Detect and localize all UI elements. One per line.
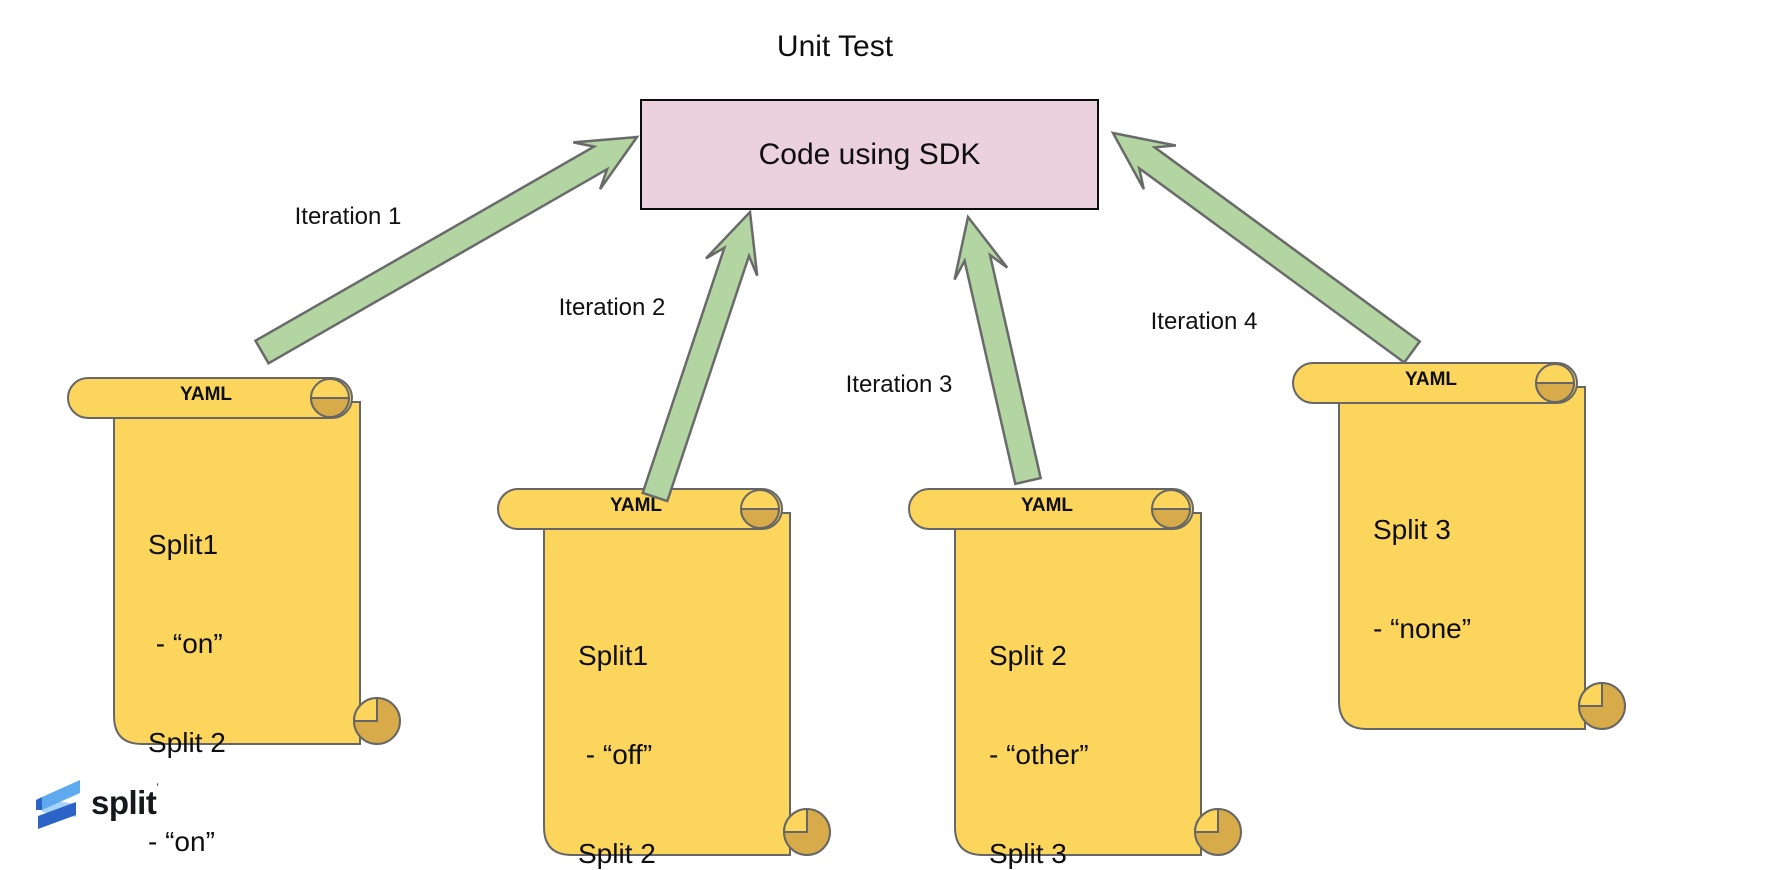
scroll-shape-icon bbox=[908, 488, 1242, 856]
arrow-label-iteration-2: Iteration 2 bbox=[558, 294, 666, 321]
arrow-iteration-1 bbox=[253, 135, 640, 366]
yaml-scroll-3: YAML Split 2 - “other” Split 3 - “low” bbox=[907, 487, 1243, 869]
scroll-content: Split1 - “off” Split 2 - “off” Split 3 -… bbox=[578, 573, 798, 870]
trademark-tick: ’ bbox=[156, 782, 159, 794]
scroll-header: YAML bbox=[1404, 369, 1458, 390]
arrow-label-iteration-1: Iteration 1 bbox=[294, 203, 402, 230]
split-logo-icon bbox=[36, 780, 80, 829]
yaml-scroll-1: YAML Split1 - “on” Split 2 - “on” Split … bbox=[66, 376, 402, 857]
scroll-line: Split1 bbox=[578, 640, 649, 671]
scroll-shape-icon bbox=[1292, 362, 1626, 730]
scroll-line: Split 2 bbox=[989, 640, 1067, 671]
scroll-shape-icon bbox=[497, 488, 831, 856]
scroll-header: YAML bbox=[179, 384, 233, 405]
arrow-iteration-2 bbox=[641, 209, 759, 503]
split-logo: split’ bbox=[36, 779, 159, 831]
scroll-line: Split 3 bbox=[1373, 514, 1451, 545]
code-sdk-box: Code using SDK bbox=[640, 99, 1099, 210]
scroll-line: - “on” bbox=[148, 628, 223, 659]
arrow-label-iteration-4: Iteration 4 bbox=[1150, 308, 1258, 335]
code-sdk-box-label: Code using SDK bbox=[758, 137, 981, 171]
yaml-scroll-2: YAML Split1 - “off” Split 2 - “off” Spli… bbox=[496, 487, 832, 869]
diagram-title: Unit Test bbox=[776, 30, 894, 63]
scroll-content: Split 2 - “other” Split 3 - “low” bbox=[989, 573, 1209, 870]
split-logo-wordmark: split’ bbox=[91, 782, 159, 821]
scroll-content: Split1 - “on” Split 2 - “on” Split 3 - “… bbox=[148, 462, 368, 870]
scroll-line: Split 2 bbox=[578, 838, 656, 869]
scroll-line: - “on” bbox=[148, 826, 215, 857]
scroll-line: Split1 bbox=[148, 529, 219, 560]
arrow-iteration-3 bbox=[953, 214, 1043, 486]
scroll-line: Split 2 bbox=[148, 727, 226, 758]
scroll-line: Split 3 bbox=[989, 838, 1067, 869]
scroll-line: - “other” bbox=[989, 739, 1089, 770]
scroll-shape-icon bbox=[67, 377, 401, 745]
scroll-content: Split 3 - “none” bbox=[1373, 447, 1593, 711]
arrow-label-iteration-3: Iteration 3 bbox=[845, 371, 953, 398]
scroll-header: YAML bbox=[1020, 495, 1074, 516]
yaml-scroll-4: YAML Split 3 - “none” bbox=[1291, 361, 1627, 733]
scroll-header: YAML bbox=[609, 495, 663, 516]
scroll-line: - “none” bbox=[1373, 613, 1472, 644]
scroll-line: - “off” bbox=[578, 739, 653, 770]
